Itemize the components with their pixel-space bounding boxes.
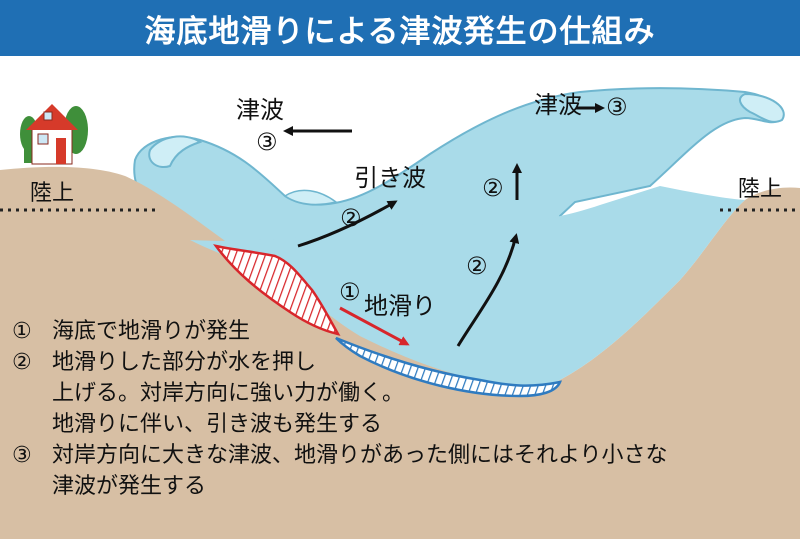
label-landslide: 地滑り — [364, 292, 436, 320]
house-icon — [20, 104, 88, 165]
step-number: ① — [12, 319, 32, 344]
rise-long-arrow — [456, 233, 520, 347]
step-item-1: ① 海底で地滑りが発生 — [12, 316, 792, 347]
label-num3-left: ③ — [256, 128, 278, 156]
label-backwash: 引き波 — [354, 164, 426, 192]
label-land-left: 陸上 — [30, 181, 74, 206]
step-text: 海底で地滑りが発生 — [52, 319, 251, 344]
landslide-block — [213, 244, 341, 336]
label-num2-long: ② — [466, 252, 488, 280]
label-num1: ① — [339, 278, 361, 306]
label-num2-backwash: ② — [340, 204, 362, 232]
landslide-arrow — [339, 306, 410, 346]
step-number: ③ — [12, 443, 32, 468]
step-text: 地滑りした部分が水を押し — [52, 350, 317, 375]
step-list: ① 海底で地滑りが発生 ② 地滑りした部分が水を押し 上げる。対岸方向に強い力が… — [12, 316, 792, 502]
step-item-2: ② 地滑りした部分が水を押し — [12, 347, 792, 378]
small-wave-crest — [283, 189, 338, 206]
label-tsunami-right: 津波 — [534, 91, 582, 119]
label-num3-right: ③ — [606, 93, 628, 121]
diagram-title: 海底地滑りによる津波発生の仕組み — [144, 13, 656, 50]
seabed-sediment — [335, 336, 563, 398]
step-text: 対岸方向に大きな津波、地滑りがあった側にはそれより小さな — [52, 443, 668, 468]
step-item-2-line-2: 上げる。対岸方向に強い力が働く。 — [52, 381, 405, 406]
step-item-3: ③ 対岸方向に大きな津波、地滑りがあった側にはそれより小さな — [12, 440, 792, 471]
label-land-right: 陸上 — [738, 177, 782, 202]
backwash-arrow — [297, 200, 398, 248]
step-number: ② — [12, 350, 32, 375]
left-wave-curl — [148, 135, 203, 168]
step-item-2-line-3: 地滑りに伴い、引き波も発生する — [52, 412, 383, 437]
label-tsunami-left: 津波 — [236, 96, 284, 124]
title-bar: 海底地滑りによる津波発生の仕組み — [0, 0, 800, 56]
right-wave-curl — [739, 92, 785, 123]
step-item-3-line-2: 津波が発生する — [52, 474, 207, 499]
ground — [0, 166, 800, 539]
label-num2-short: ② — [482, 174, 504, 202]
